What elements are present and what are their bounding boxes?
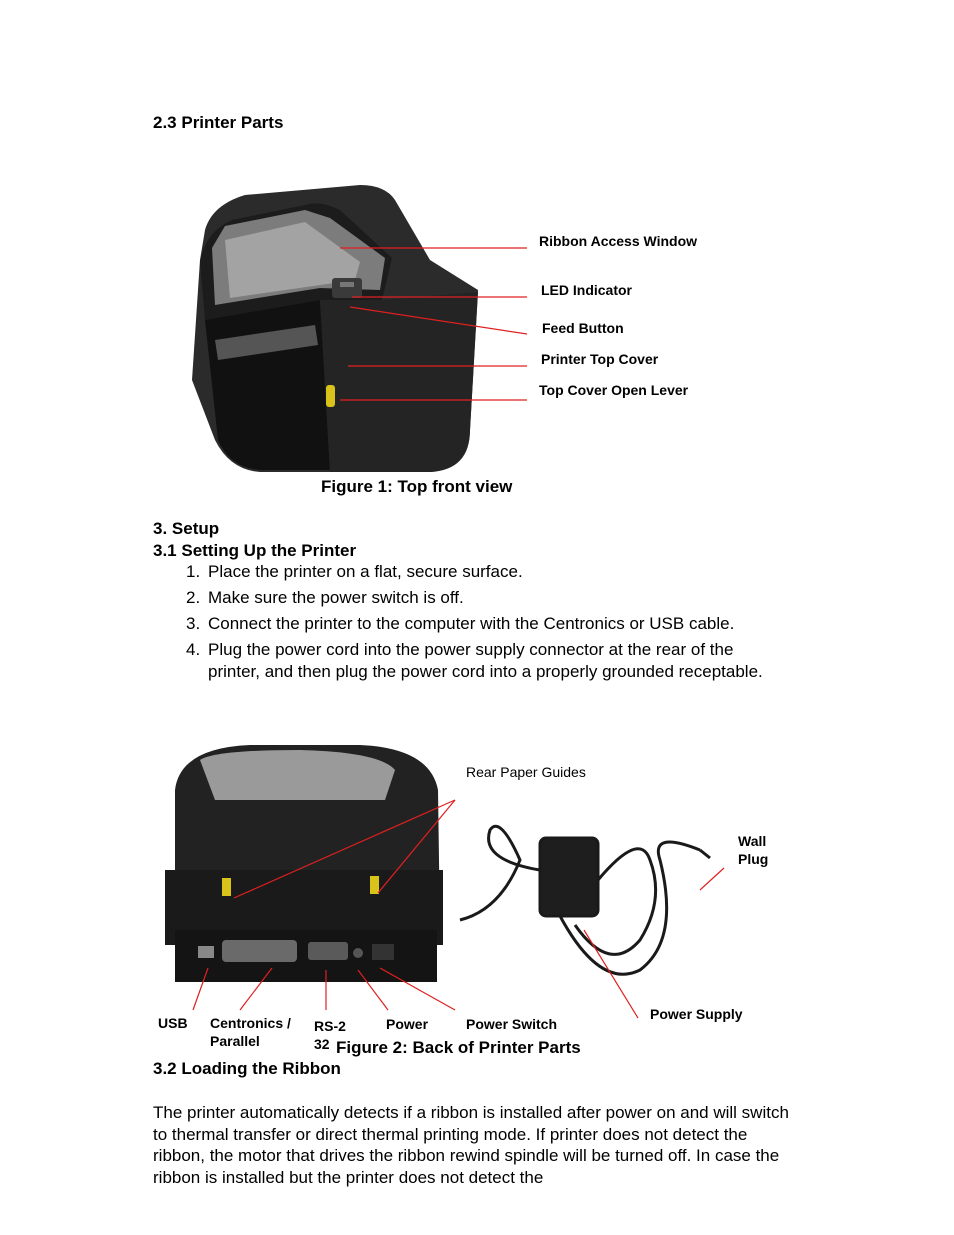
list-item: 2.Make sure the power switch is off. <box>186 588 464 607</box>
label-feed-button: Feed Button <box>542 320 624 336</box>
ribbon-paragraph: The printer automatically detects if a r… <box>153 1103 789 1187</box>
section-heading-setup: 3. Setup <box>153 519 220 538</box>
subsection-heading-loading-ribbon: 3.2 Loading the Ribbon <box>153 1059 341 1078</box>
power-supply-image <box>459 824 711 976</box>
label-led-indicator: LED Indicator <box>541 282 633 298</box>
figure1-leader-lines <box>340 247 528 401</box>
label-printer-top-cover: Printer Top Cover <box>541 351 659 367</box>
figure2-leader-lines <box>192 799 725 1019</box>
list-item: 1.Place the printer on a flat, secure su… <box>186 562 523 581</box>
label-usb: USB <box>158 1015 188 1031</box>
label-power: Power <box>386 1016 429 1032</box>
section-heading-printer-parts: 2.3 Printer Parts <box>153 113 284 132</box>
label-rs232: RS-232 <box>314 1018 346 1052</box>
label-centronics-parallel: Centronics / Parallel <box>210 1015 291 1049</box>
label-power-supply: Power Supply <box>650 1006 743 1022</box>
list-item: 3.Connect the printer to the computer wi… <box>186 614 735 633</box>
label-top-cover-open-lever: Top Cover Open Lever <box>539 382 689 398</box>
subsection-heading-setting-up: 3.1 Setting Up the Printer <box>153 541 357 560</box>
label-wall-plug: Wall Plug <box>738 833 769 867</box>
figure1-caption: Figure 1: Top front view <box>321 477 513 496</box>
printer-front-image <box>153 140 533 475</box>
label-ribbon-access-window: Ribbon Access Window <box>539 233 698 249</box>
setup-steps-list: 1.Place the printer on a flat, secure su… <box>186 561 806 687</box>
list-item: 4.Plug the power cord into the power sup… <box>186 640 763 681</box>
label-rear-paper-guides: Rear Paper Guides <box>466 764 586 780</box>
figure2-caption: Figure 2: Back of Printer Parts <box>336 1038 581 1057</box>
printer-back-image <box>165 742 455 987</box>
label-power-switch: Power Switch <box>466 1016 558 1032</box>
